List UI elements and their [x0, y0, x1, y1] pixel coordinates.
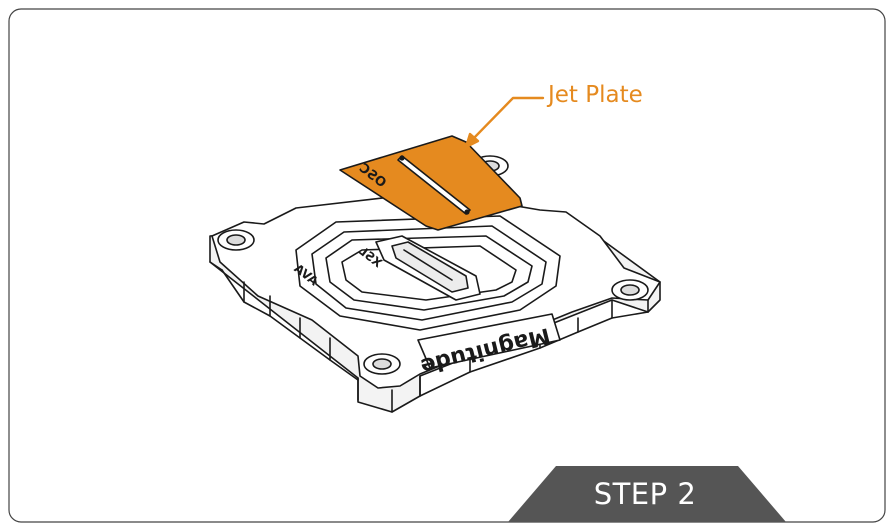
- step-label: STEP 2: [593, 477, 697, 511]
- fin-insert: [375, 235, 481, 301]
- jet-plate: [339, 135, 523, 231]
- callout-leader: [464, 96, 545, 149]
- jet-plate-label: Jet Plate: [548, 82, 643, 108]
- logo-face: [417, 313, 561, 369]
